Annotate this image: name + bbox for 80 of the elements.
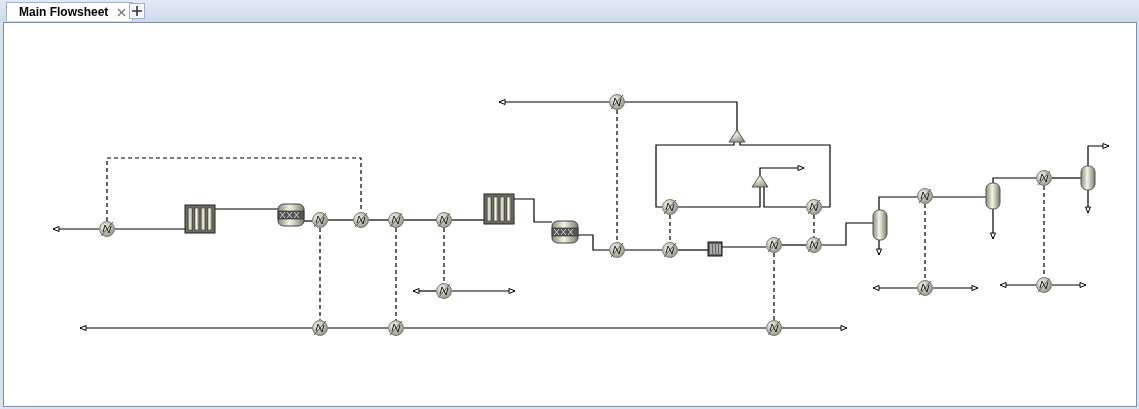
tab: Main Flowsheet [6,2,134,21]
stream-line [677,249,709,251]
energy-stream-line [813,214,815,238]
heat-exchanger-symbol [99,221,115,237]
stream-arrow [876,239,882,256]
stream-line [214,208,279,210]
stream-line [677,186,761,208]
stream-line [624,249,663,251]
exchanger-symbol [707,241,723,257]
energy-stream-line [395,227,397,321]
stream-line [403,327,767,329]
stream-arrow [1085,189,1091,214]
stream-arrow [498,99,610,105]
stream-line [513,198,553,223]
stream-line [624,101,738,131]
heat-exchanger-symbol [388,320,404,336]
stream-arrow [932,285,979,291]
stream-line [655,141,735,208]
stream-arrow [990,208,996,240]
heat-exchanger-symbol [353,212,369,228]
stream-line [739,141,831,208]
energy-stream-line [319,227,321,321]
stream-line [992,177,1037,184]
heat-exchanger-symbol [806,199,822,215]
stream-line [781,244,807,246]
energy-stream-line [616,109,618,243]
separator-vessel-symbol [1080,165,1096,191]
stream-line [403,219,437,221]
heat-exchanger-symbol [609,94,625,110]
reactor-vessel-symbol [551,220,579,244]
stream-line [368,219,389,221]
stream-line [451,219,485,221]
heat-exchanger-symbol [917,188,933,204]
heat-exchanger-symbol [1036,170,1052,186]
heat-exchanger-symbol [1036,277,1052,293]
energy-stream-line [106,157,362,222]
heat-exchanger-symbol [609,242,625,258]
stream-arrow [52,226,100,232]
stream-line [821,222,874,246]
stream-line [114,228,186,230]
separator-vessel-symbol [985,182,1001,210]
stream-line [721,246,767,248]
energy-stream-line [443,227,445,284]
stream-arrow [1051,282,1087,288]
energy-stream-line [773,252,775,321]
stream-line [1051,177,1082,179]
stream-arrow [79,325,313,331]
stream-arrow [781,325,848,331]
stream-line [577,234,610,251]
reactor-symbol [184,204,216,234]
stream-line [763,186,807,208]
mixer-symbol [751,174,769,188]
stream-line [303,220,313,222]
stream-arrow [999,282,1037,288]
heat-exchanger-symbol [766,237,782,253]
stream-arrow [451,288,516,294]
heat-exchanger-symbol [766,320,782,336]
heat-exchanger-symbol [312,212,328,228]
stream-line [932,196,987,198]
energy-stream-line [669,214,671,243]
stream-line [327,327,389,329]
heat-exchanger-symbol [436,283,452,299]
energy-stream-line [924,203,926,281]
mixer-symbol [728,129,746,143]
heat-exchanger-symbol [312,320,328,336]
stream-line [878,196,918,211]
heat-exchanger-symbol [436,212,452,228]
separator-vessel-symbol [872,209,888,241]
stream-arrow [872,285,918,291]
heat-exchanger-symbol [388,212,404,228]
heat-exchanger-symbol [662,199,678,215]
reactor-vessel-symbol [277,203,305,227]
heat-exchanger-symbol [917,280,933,296]
stream-arrow [759,165,805,176]
heat-exchanger-symbol [806,237,822,253]
stream-line [327,219,354,221]
stream-arrow [412,288,437,294]
reactor-symbol [483,193,515,225]
heat-exchanger-symbol [662,242,678,258]
stream-arrow [1087,143,1110,167]
